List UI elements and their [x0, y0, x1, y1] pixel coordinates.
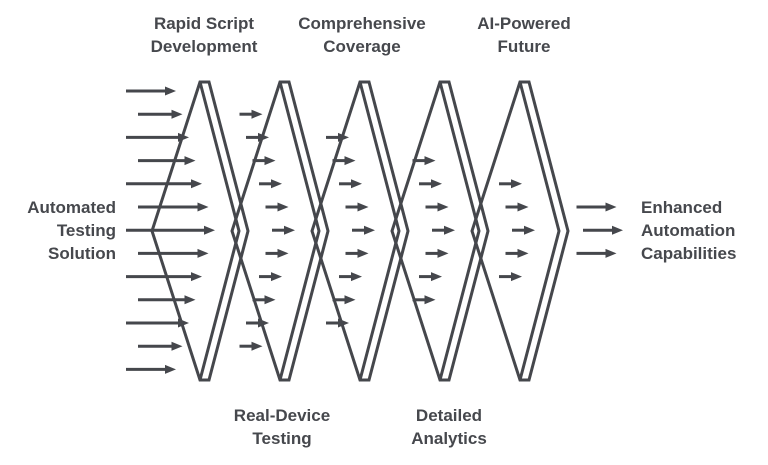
flow-arrow — [332, 156, 356, 166]
stage-1-arrows — [326, 132, 375, 328]
stage-2-arrows — [412, 156, 455, 305]
stage-label-detailed-analytics: Detailed Analytics — [411, 406, 487, 448]
input-arrows — [126, 86, 215, 374]
flow-arrow — [252, 295, 276, 305]
stage-label-ai-powered-future: AI-Powered Future — [477, 14, 571, 56]
filter-panel-shape — [310, 80, 410, 382]
flow-arrow — [419, 272, 442, 282]
flow-arrow — [126, 179, 202, 189]
flow-arrow — [259, 179, 282, 189]
flow-arrow — [345, 248, 369, 258]
flow-arrow — [499, 272, 522, 282]
filter-stage-4 — [470, 80, 570, 382]
flow-arrow — [332, 295, 356, 305]
flow-arrow — [265, 202, 289, 212]
flow-arrow — [583, 225, 623, 235]
flow-arrow — [499, 179, 522, 189]
flow-arrow — [425, 248, 449, 258]
flow-arrow — [505, 202, 529, 212]
flow-arrow — [272, 225, 295, 235]
flow-arrow — [326, 318, 349, 328]
flow-arrow — [412, 295, 436, 305]
flow-arrow — [576, 202, 617, 212]
flow-arrow — [239, 341, 263, 351]
flow-arrow — [265, 248, 289, 258]
filter-stage-1 — [230, 80, 330, 382]
flow-arrow — [239, 109, 263, 119]
flow-arrow — [432, 225, 455, 235]
filter-panel-shape — [390, 80, 490, 382]
stage-3-arrows — [499, 179, 535, 282]
flow-arrow — [138, 341, 183, 351]
stage-label-rapid-script-development: Rapid Script Development — [150, 14, 258, 56]
flow-arrow — [246, 132, 269, 142]
flow-arrow — [138, 295, 196, 305]
flow-arrow — [126, 318, 189, 328]
output-label: Enhanced Automation Capabilities — [641, 198, 737, 263]
flow-arrow — [339, 179, 362, 189]
filter-stage-2 — [310, 80, 410, 382]
flow-arrow — [259, 272, 282, 282]
flow-arrow — [425, 202, 449, 212]
flow-arrow — [576, 248, 617, 258]
flow-arrow — [505, 248, 529, 258]
filter-panel-shape — [230, 80, 330, 382]
filter-stage-3 — [390, 80, 490, 382]
flow-arrow — [419, 179, 442, 189]
flow-arrow — [138, 202, 209, 212]
flow-arrow — [345, 202, 369, 212]
filter-panel-shape — [470, 80, 570, 382]
flow-arrow — [138, 248, 209, 258]
flow-arrow — [512, 225, 535, 235]
flow-arrow — [352, 225, 375, 235]
flow-arrow — [126, 272, 202, 282]
flow-arrow — [126, 86, 176, 96]
input-label: Automated Testing Solution — [27, 198, 116, 263]
flow-arrow — [246, 318, 269, 328]
flow-arrow — [138, 109, 183, 119]
flow-arrow — [138, 156, 196, 166]
flow-arrow — [412, 156, 436, 166]
stage-0-arrows — [239, 109, 295, 351]
flow-arrow — [326, 132, 349, 142]
flow-arrow — [126, 364, 176, 374]
flow-arrow — [252, 156, 276, 166]
stage-label-real-device-testing: Real-Device Testing — [233, 406, 331, 448]
flow-arrow — [126, 132, 189, 142]
flow-arrow — [339, 272, 362, 282]
flow-arrow — [126, 225, 215, 235]
stage-label-comprehensive-coverage: Comprehensive Coverage — [298, 14, 426, 56]
output-arrows — [576, 202, 623, 258]
